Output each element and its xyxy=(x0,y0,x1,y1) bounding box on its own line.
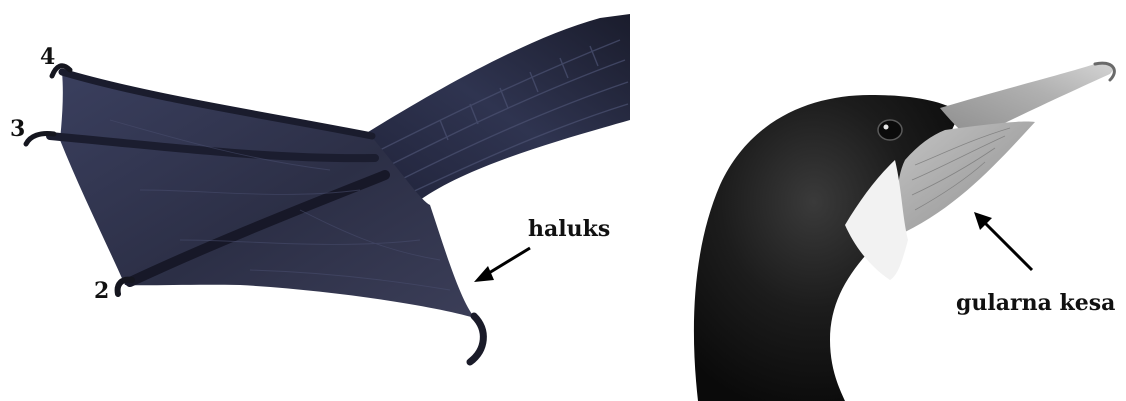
toe-label-4: 4 xyxy=(40,46,55,68)
haluks-label: haluks xyxy=(528,218,610,240)
gular-pouch-label: gularna kesa xyxy=(956,292,1115,314)
webbed-foot-illustration xyxy=(0,0,640,401)
haluks-arrow-shaft xyxy=(484,248,530,276)
hallux-claw xyxy=(470,316,483,362)
toe-label-2: 2 xyxy=(94,280,109,302)
cormorant-head-photo: gularna kesa xyxy=(640,0,1126,401)
head-and-neck xyxy=(694,95,960,401)
toe-label-3: 3 xyxy=(10,118,25,140)
webbed-foot-photo: 4 3 2 haluks xyxy=(0,0,640,401)
haluks-arrow-head xyxy=(474,266,494,282)
cormorant-head-illustration xyxy=(640,0,1126,401)
gular-arrow-shaft xyxy=(982,220,1032,270)
eye xyxy=(878,120,902,140)
eye-highlight xyxy=(884,125,889,130)
